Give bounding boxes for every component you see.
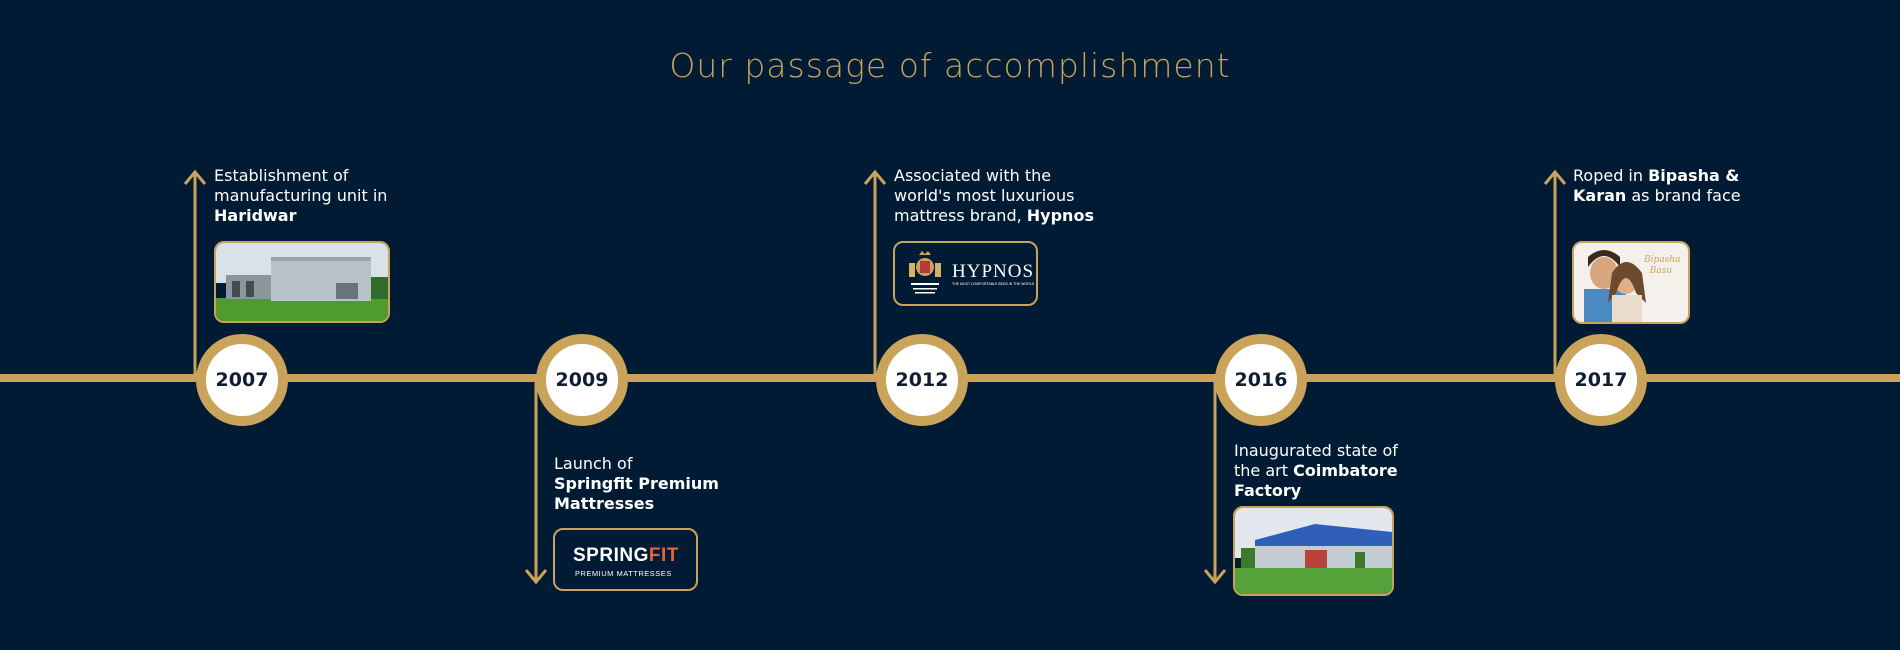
arrow-down-icon [1203,378,1227,585]
year-node-2009: 2009 [536,334,628,426]
arrow-up-icon [863,169,887,378]
year-node-2016: 2016 [1215,334,1307,426]
arrow-up-icon [183,169,207,378]
year-node-2012: 2012 [876,334,968,426]
milestone-2007-description: Establishment of manufacturing unit in H… [214,166,388,225]
springfit-logo: SPRINGFIT PREMIUM MATTRESSES [553,528,698,591]
arrow-up-icon [1543,169,1567,378]
brand-ambassadors-image: Bipasha Basu [1572,241,1690,324]
milestone-2017-description: Roped in Bipasha & Karan as brand face [1573,166,1741,205]
page-title: Our passage of accomplishment [669,46,1231,85]
milestone-2012-description: Associated with the world's most luxurio… [894,166,1094,225]
factory-coimbatore-image [1233,506,1394,596]
year-node-2007: 2007 [196,334,288,426]
milestone-2009-description: Launch of Springfit Premium Mattresses [554,454,719,513]
year-node-2017: 2017 [1555,334,1647,426]
royal-crest-icon [909,251,941,294]
milestone-2016-description: Inaugurated state of the art Coimbatore … [1234,441,1398,500]
signature-image: Bipasha Basu [1644,255,1681,276]
hypnos-logo: HYPNOS THE MOST COMFORTABLE BEDS IN THE … [893,241,1038,306]
arrow-down-icon [524,378,548,585]
factory-haridwar-image [214,241,390,323]
